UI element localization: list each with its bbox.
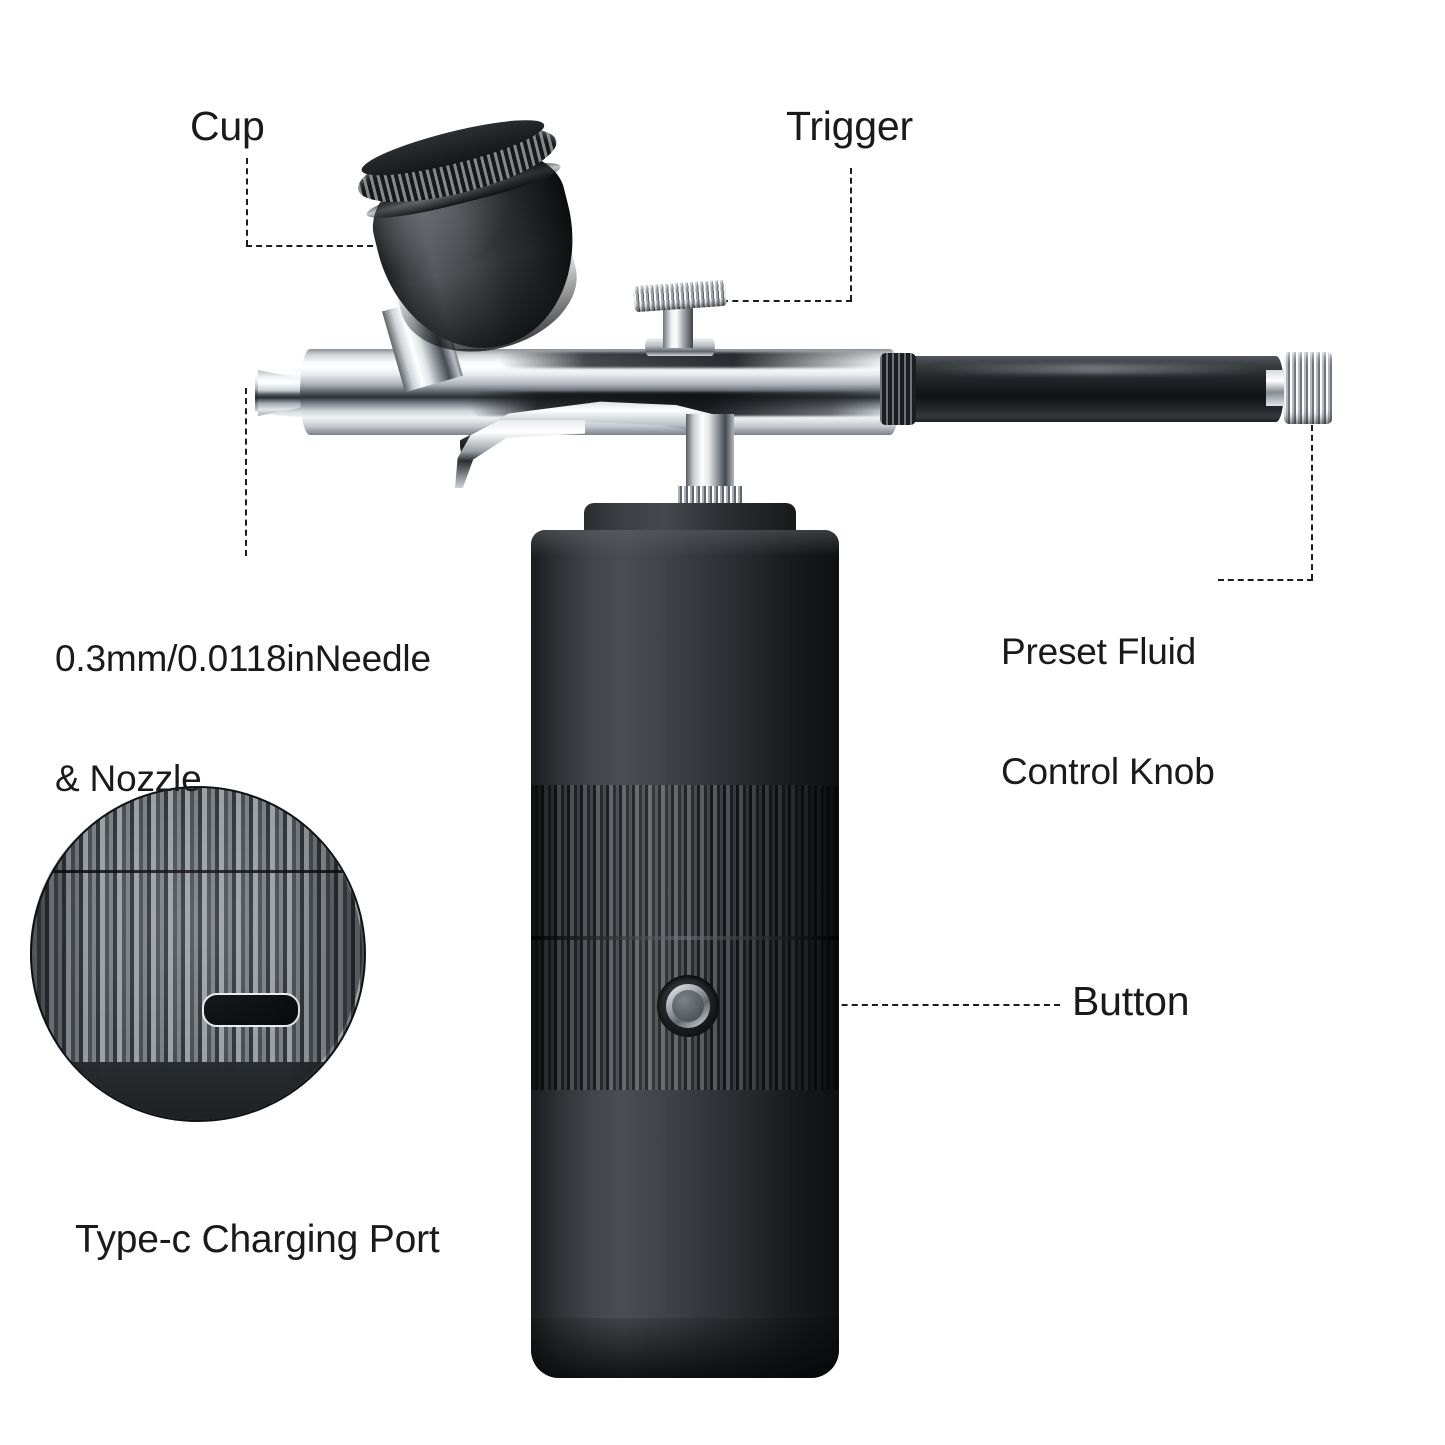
compressor-top-bevel: [531, 530, 839, 556]
leader-line-knob-horizontal: [1218, 579, 1313, 581]
callout-label-knob-line2: Control Knob: [1001, 751, 1215, 792]
leader-line-cup-horizontal: [246, 245, 474, 247]
leader-line-needle-vertical: [245, 388, 247, 556]
connector-post: [686, 414, 734, 498]
leader-line-button-horizontal: [700, 1004, 1060, 1006]
grip-highlight: [930, 364, 1260, 374]
rear-knob[interactable]: [1284, 352, 1332, 424]
callout-label-cup: Cup: [190, 103, 265, 149]
leader-line-trigger-vertical: [850, 168, 852, 301]
callout-label-needle-line1: 0.3mm/0.0118inNeedle: [55, 638, 431, 679]
callout-label-needle-nozzle: 0.3mm/0.0118inNeedle & Nozzle: [55, 559, 431, 879]
grip-ribs: [880, 353, 916, 425]
barrel-top-shading: [500, 352, 890, 368]
inset-lower-shell: [32, 1062, 364, 1120]
callout-label-needle-line2: & Nozzle: [55, 758, 202, 799]
airbrush-assembly: [0, 0, 1445, 560]
leader-line-cup-vertical: [246, 158, 248, 246]
connector-collar: [676, 486, 744, 506]
compressor-seam: [531, 936, 839, 940]
leader-line-trigger-horizontal: [722, 300, 852, 302]
callout-label-button: Button: [1072, 978, 1190, 1024]
power-button[interactable]: [672, 990, 704, 1022]
compressor-bottom-bevel: [531, 1318, 839, 1378]
leader-line-knob-vertical: [1311, 425, 1313, 580]
callout-label-type-c-charging-port: Type-c Charging Port: [75, 1218, 440, 1261]
callout-label-preset-fluid-control-knob: Preset Fluid Control Knob: [1001, 552, 1215, 872]
callout-label-knob-line1: Preset Fluid: [1001, 631, 1197, 672]
magnified-usb-c-port: [202, 993, 300, 1027]
callout-label-trigger: Trigger: [786, 103, 913, 149]
